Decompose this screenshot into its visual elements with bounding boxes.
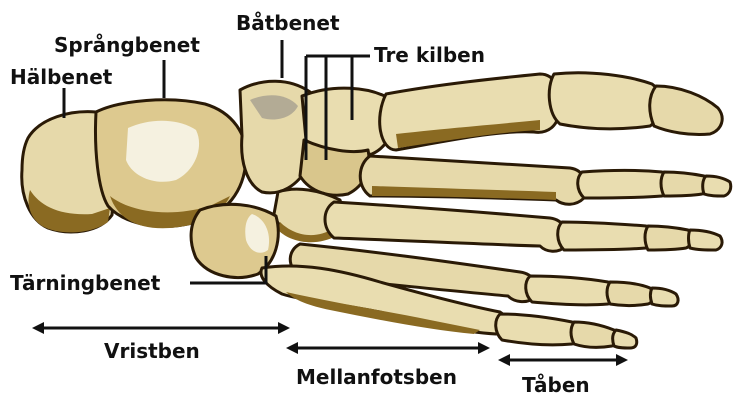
metatarsals-arrow-head-right <box>478 342 490 354</box>
navicular-label: Båtbenet <box>236 11 340 35</box>
tarsals-arrow-head-left <box>32 322 44 334</box>
phalanges-label: Tåben <box>522 373 590 396</box>
metatarsal-3 <box>325 202 567 251</box>
phalanges-arrow-head-left <box>498 354 510 366</box>
toe-3-middle <box>645 226 692 250</box>
talus-label: Språngbenet <box>54 33 200 57</box>
toe-5-distal <box>613 330 637 348</box>
toe-2-middle <box>661 172 708 196</box>
tarsals-arrow-head-right <box>278 322 290 334</box>
toe-2-proximal <box>578 171 670 199</box>
toe-5-proximal <box>496 314 580 345</box>
toe-3-proximal <box>558 222 654 250</box>
toe-2-distal <box>703 176 731 196</box>
toe-4-proximal <box>526 276 616 305</box>
foot-bones <box>22 73 731 348</box>
big-toe-proximal <box>549 73 660 129</box>
metatarsals-arrow-head-left <box>286 342 298 354</box>
calcaneus-label: Hälbenet <box>10 65 113 89</box>
toe-5-middle <box>571 322 618 347</box>
toe-4-distal <box>651 288 679 306</box>
toe-3-distal <box>689 230 723 250</box>
metatarsals-label: Mellanfotsben <box>296 365 457 389</box>
toe-4-middle <box>607 282 654 306</box>
big-toe-distal <box>650 86 722 135</box>
phalanges-arrow-head-right <box>616 354 628 366</box>
cuneiforms-label: Tre kilben <box>374 43 485 67</box>
tarsals-label: Vristben <box>104 339 200 363</box>
cuboid-label: Tärningbenet <box>10 271 161 295</box>
